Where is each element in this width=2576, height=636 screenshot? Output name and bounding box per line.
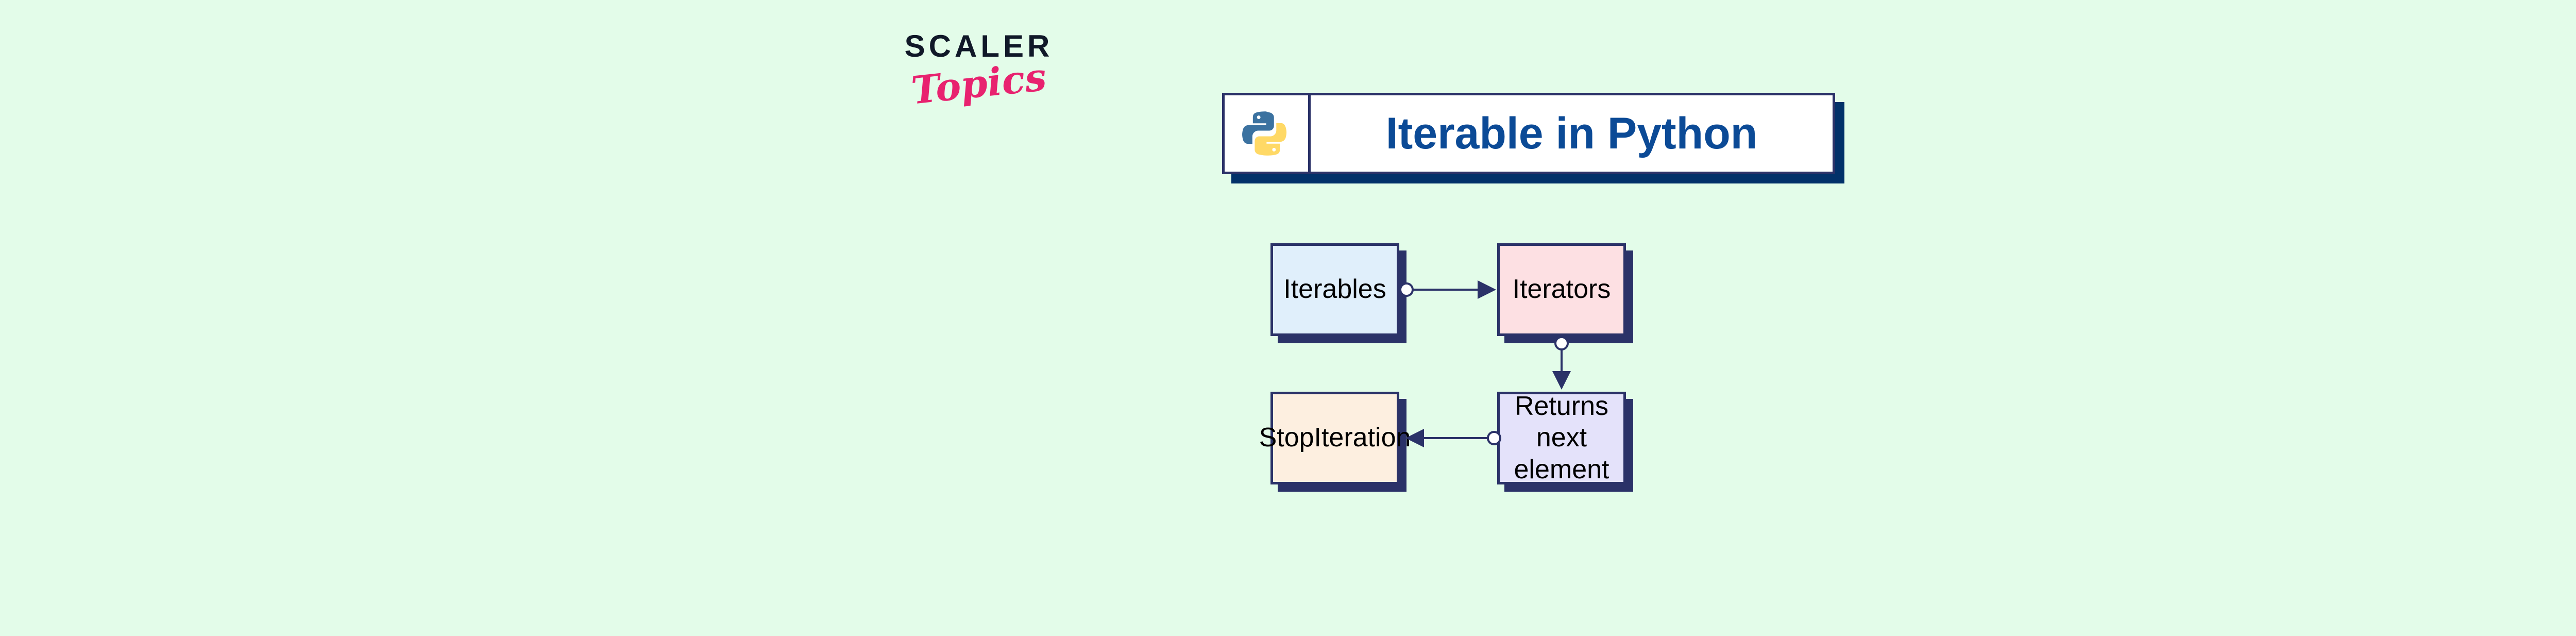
flowchart: Iterables Iterators Returns next element…	[1257, 227, 1875, 557]
edge-endpoint-dot	[1554, 336, 1569, 350]
edge-endpoint-dot	[1487, 431, 1501, 445]
node-label-iterators: Iterators	[1512, 274, 1611, 305]
node-iterators[interactable]: Iterators	[1497, 243, 1626, 336]
node-iterables[interactable]: Iterables	[1270, 243, 1399, 336]
node-label-returns-next-element: Returns next element	[1514, 391, 1609, 484]
title-text-cell: Iterable in Python	[1311, 95, 1833, 172]
flowchart-connectors	[1399, 280, 1571, 447]
edge-iterators-to-returns-next-element	[1552, 336, 1571, 390]
scaler-topics-logo: SCALER Topics	[891, 31, 1066, 134]
edge-returns-next-element-to-stop-iteration	[1405, 429, 1501, 447]
node-label-iterables: Iterables	[1283, 274, 1386, 305]
title-logo-cell	[1225, 95, 1311, 172]
page-title: Iterable in Python	[1385, 108, 1758, 158]
title-banner: Iterable in Python	[1222, 93, 1844, 183]
node-stop-iteration[interactable]: StopIteration	[1259, 392, 1411, 484]
node-returns-next-element[interactable]: Returns next element	[1497, 391, 1626, 484]
edge-iterables-to-iterators	[1399, 280, 1496, 299]
node-label-stop-iteration: StopIteration	[1259, 423, 1411, 453]
brand-name-topics: Topics	[909, 55, 1049, 113]
brand-name-scaler: SCALER	[904, 29, 1054, 63]
edge-endpoint-dot	[1399, 282, 1414, 297]
title-banner-body: Iterable in Python	[1222, 93, 1835, 174]
python-logo-icon	[1242, 109, 1291, 158]
